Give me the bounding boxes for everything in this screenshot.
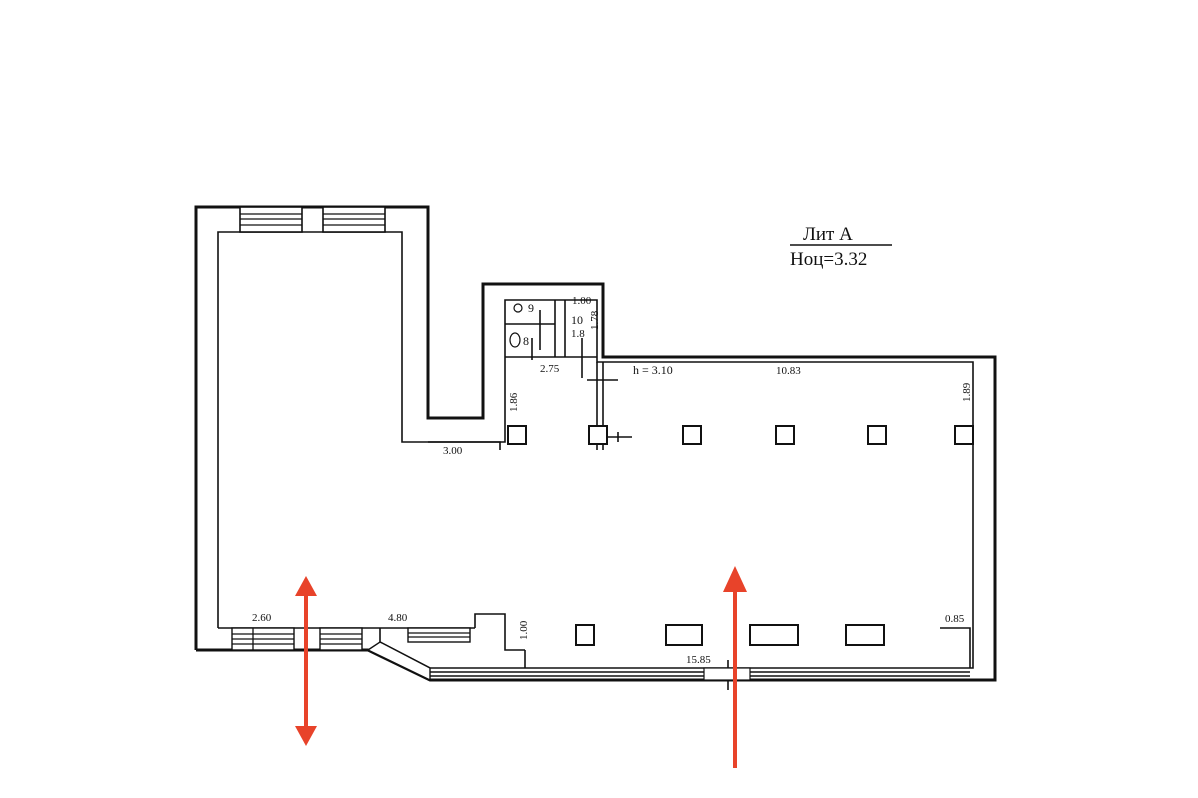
- dim-3-00: 3.00: [443, 445, 463, 457]
- room-9-label: 9: [528, 301, 534, 315]
- dim-4-80: 4.80: [388, 612, 408, 624]
- dim-10-83: 10.83: [776, 365, 801, 377]
- room-10-area: 1.8: [571, 328, 585, 340]
- ceiling-height-label: h = 3.10: [633, 363, 673, 377]
- entrance-marker: [703, 660, 751, 690]
- dim-2-75: 2.75: [540, 363, 560, 375]
- entrance-arrow-left: [295, 576, 317, 746]
- dim-1-00-top: 1.00: [572, 295, 592, 307]
- arrow-down-icon: [295, 726, 317, 746]
- column: [749, 624, 799, 646]
- title-block: Лит А Ноц=3.32: [790, 224, 892, 270]
- dim-1-78: 1.78: [589, 310, 601, 330]
- column: [775, 425, 795, 445]
- height-mark-label: Ноц=3.32: [790, 249, 867, 270]
- dim-1-00-left: 1.00: [518, 620, 530, 640]
- room-8-label: 8: [523, 334, 529, 348]
- columns: [507, 425, 974, 646]
- dim-1-86: 1.86: [508, 392, 520, 412]
- column: [588, 425, 608, 445]
- dim-1-89: 1.89: [961, 382, 973, 402]
- dim-2-60: 2.60: [252, 612, 272, 624]
- room-10-label: 10: [571, 313, 583, 327]
- walls: [194, 205, 997, 682]
- column: [575, 624, 595, 646]
- dim-0-85: 0.85: [945, 613, 965, 625]
- arrow-up-icon: [295, 576, 317, 596]
- column: [507, 425, 527, 445]
- bottom-windows: [231, 627, 471, 682]
- entrance-arrow-right: [723, 566, 747, 768]
- column: [665, 624, 703, 646]
- column: [682, 425, 702, 445]
- arrow-up-icon: [723, 566, 747, 592]
- small-rooms: 9 8 10 1.8: [505, 300, 597, 378]
- dimensions: 1.00 1.78 2.75 h = 3.10 10.83 1.89 1.86 …: [252, 295, 973, 666]
- dim-15-85: 15.85: [686, 654, 711, 666]
- column: [954, 425, 974, 445]
- top-windows: [239, 206, 386, 233]
- column: [867, 425, 887, 445]
- column: [845, 624, 885, 646]
- lit-label: Лит А: [803, 224, 853, 245]
